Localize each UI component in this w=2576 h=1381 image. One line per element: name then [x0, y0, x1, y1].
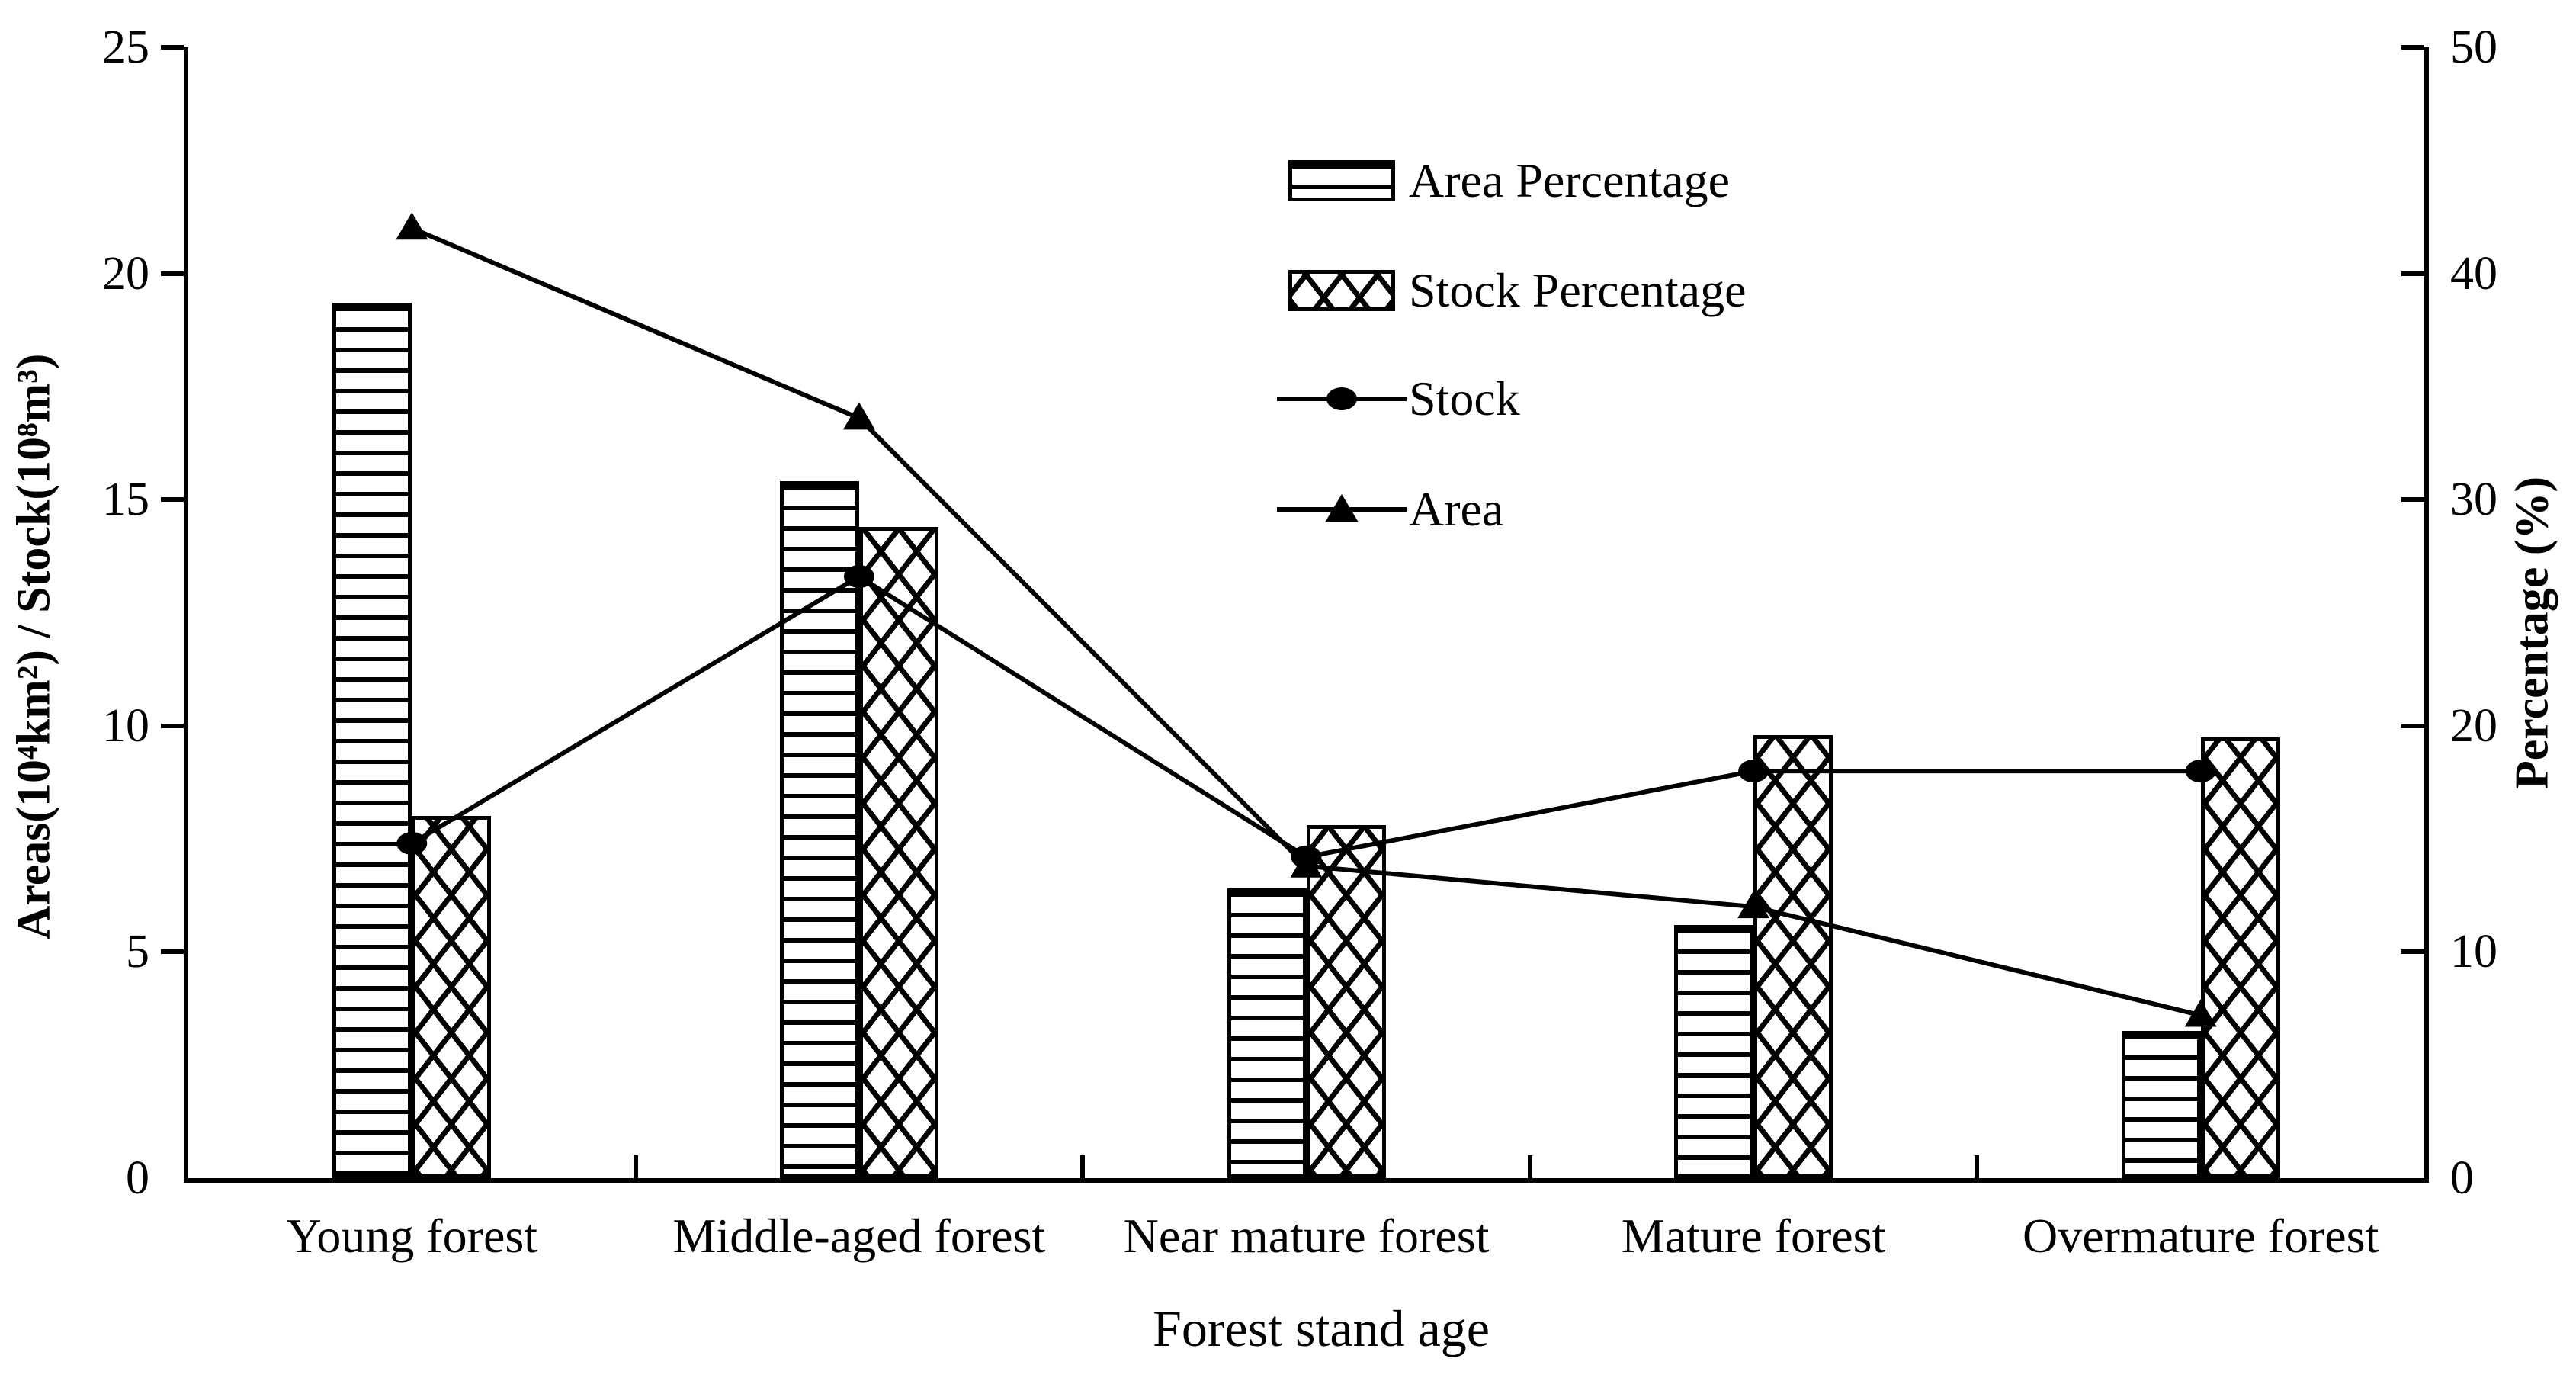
- bar-area-percentage: [2121, 1031, 2201, 1178]
- legend-label: Area Percentage: [1409, 153, 1731, 207]
- marker-triangle: [396, 212, 428, 240]
- right-tick-label: 10: [2450, 926, 2497, 978]
- right-axis-tick: [2401, 949, 2424, 955]
- marker-triangle: [1737, 891, 1770, 919]
- category-label: Young forest: [286, 1209, 538, 1263]
- bottom-axis-line: [184, 1178, 2429, 1183]
- left-axis-tick: [161, 949, 184, 955]
- left-tick-label: 10: [102, 699, 149, 752]
- x-axis-tick: [633, 1155, 638, 1178]
- left-tick-label: 20: [102, 247, 149, 300]
- right-tick-label: 0: [2450, 1152, 2474, 1204]
- right-axis-line: [2424, 47, 2429, 1183]
- left-tick-label: 15: [102, 474, 149, 526]
- legend-label: Area: [1409, 482, 1504, 536]
- marker-circle: [2185, 760, 2216, 783]
- right-axis-tick: [2401, 271, 2424, 276]
- legend-swatch: [1288, 160, 1395, 201]
- category-label: Overmature forest: [2023, 1209, 2379, 1263]
- bar-stock-percentage: [858, 526, 938, 1178]
- marker-circle: [843, 565, 874, 589]
- left-axis-line: [184, 47, 188, 1183]
- left-axis-title: Areas(10⁴km²) / Stock(10⁸m³): [8, 353, 60, 940]
- legend-label: Stock: [1409, 371, 1520, 426]
- right-tick-label: 50: [2450, 21, 2497, 73]
- marker-circle: [1738, 760, 1769, 783]
- left-axis-tick: [161, 45, 184, 50]
- left-tick-label: 5: [126, 926, 149, 978]
- bar-area-percentage: [1227, 888, 1307, 1178]
- bar-stock-percentage: [1306, 825, 1386, 1178]
- legend-circle-marker: [1326, 387, 1357, 410]
- category-label: Middle-aged forest: [672, 1209, 1046, 1263]
- category-label: Near mature forest: [1123, 1209, 1490, 1263]
- left-tick-label: 0: [126, 1152, 149, 1204]
- bar-stock-percentage: [2200, 737, 2280, 1178]
- x-axis-tick: [1527, 1155, 1532, 1178]
- right-axis-tick: [2401, 723, 2424, 728]
- marker-triangle: [842, 402, 875, 430]
- legend-swatch: [1288, 270, 1395, 311]
- left-axis-tick: [161, 497, 184, 503]
- line-area: [411, 226, 2202, 1018]
- left-tick-label: 25: [102, 21, 149, 73]
- left-axis-tick: [161, 723, 184, 728]
- line-series-overlay: [396, 212, 2217, 1027]
- bar-stock-percentage: [412, 816, 492, 1178]
- left-axis-tick: [161, 271, 184, 276]
- bar-area-percentage: [1674, 924, 1754, 1178]
- right-tick-label: 30: [2450, 474, 2497, 526]
- marker-triangle: [2184, 999, 2217, 1027]
- right-axis-tick: [2401, 45, 2424, 50]
- legend-label: Stock Percentage: [1409, 263, 1747, 317]
- legend-triangle-marker: [1325, 494, 1359, 522]
- right-axis-tick: [2401, 497, 2424, 503]
- x-axis-tick: [1080, 1155, 1086, 1178]
- line-stock: [410, 573, 2201, 859]
- marker-triangle: [1290, 849, 1323, 878]
- right-tick-label: 40: [2450, 247, 2497, 300]
- category-label: Mature forest: [1621, 1209, 1886, 1263]
- right-axis-title: Percentage (%): [2506, 476, 2558, 790]
- bar-area-percentage: [332, 303, 412, 1178]
- x-axis-title: Forest stand age: [1153, 1299, 1490, 1357]
- marker-circle: [396, 832, 428, 856]
- x-axis-tick: [1975, 1155, 1980, 1178]
- bar-stock-percentage: [1753, 734, 1833, 1178]
- right-tick-label: 20: [2450, 699, 2497, 752]
